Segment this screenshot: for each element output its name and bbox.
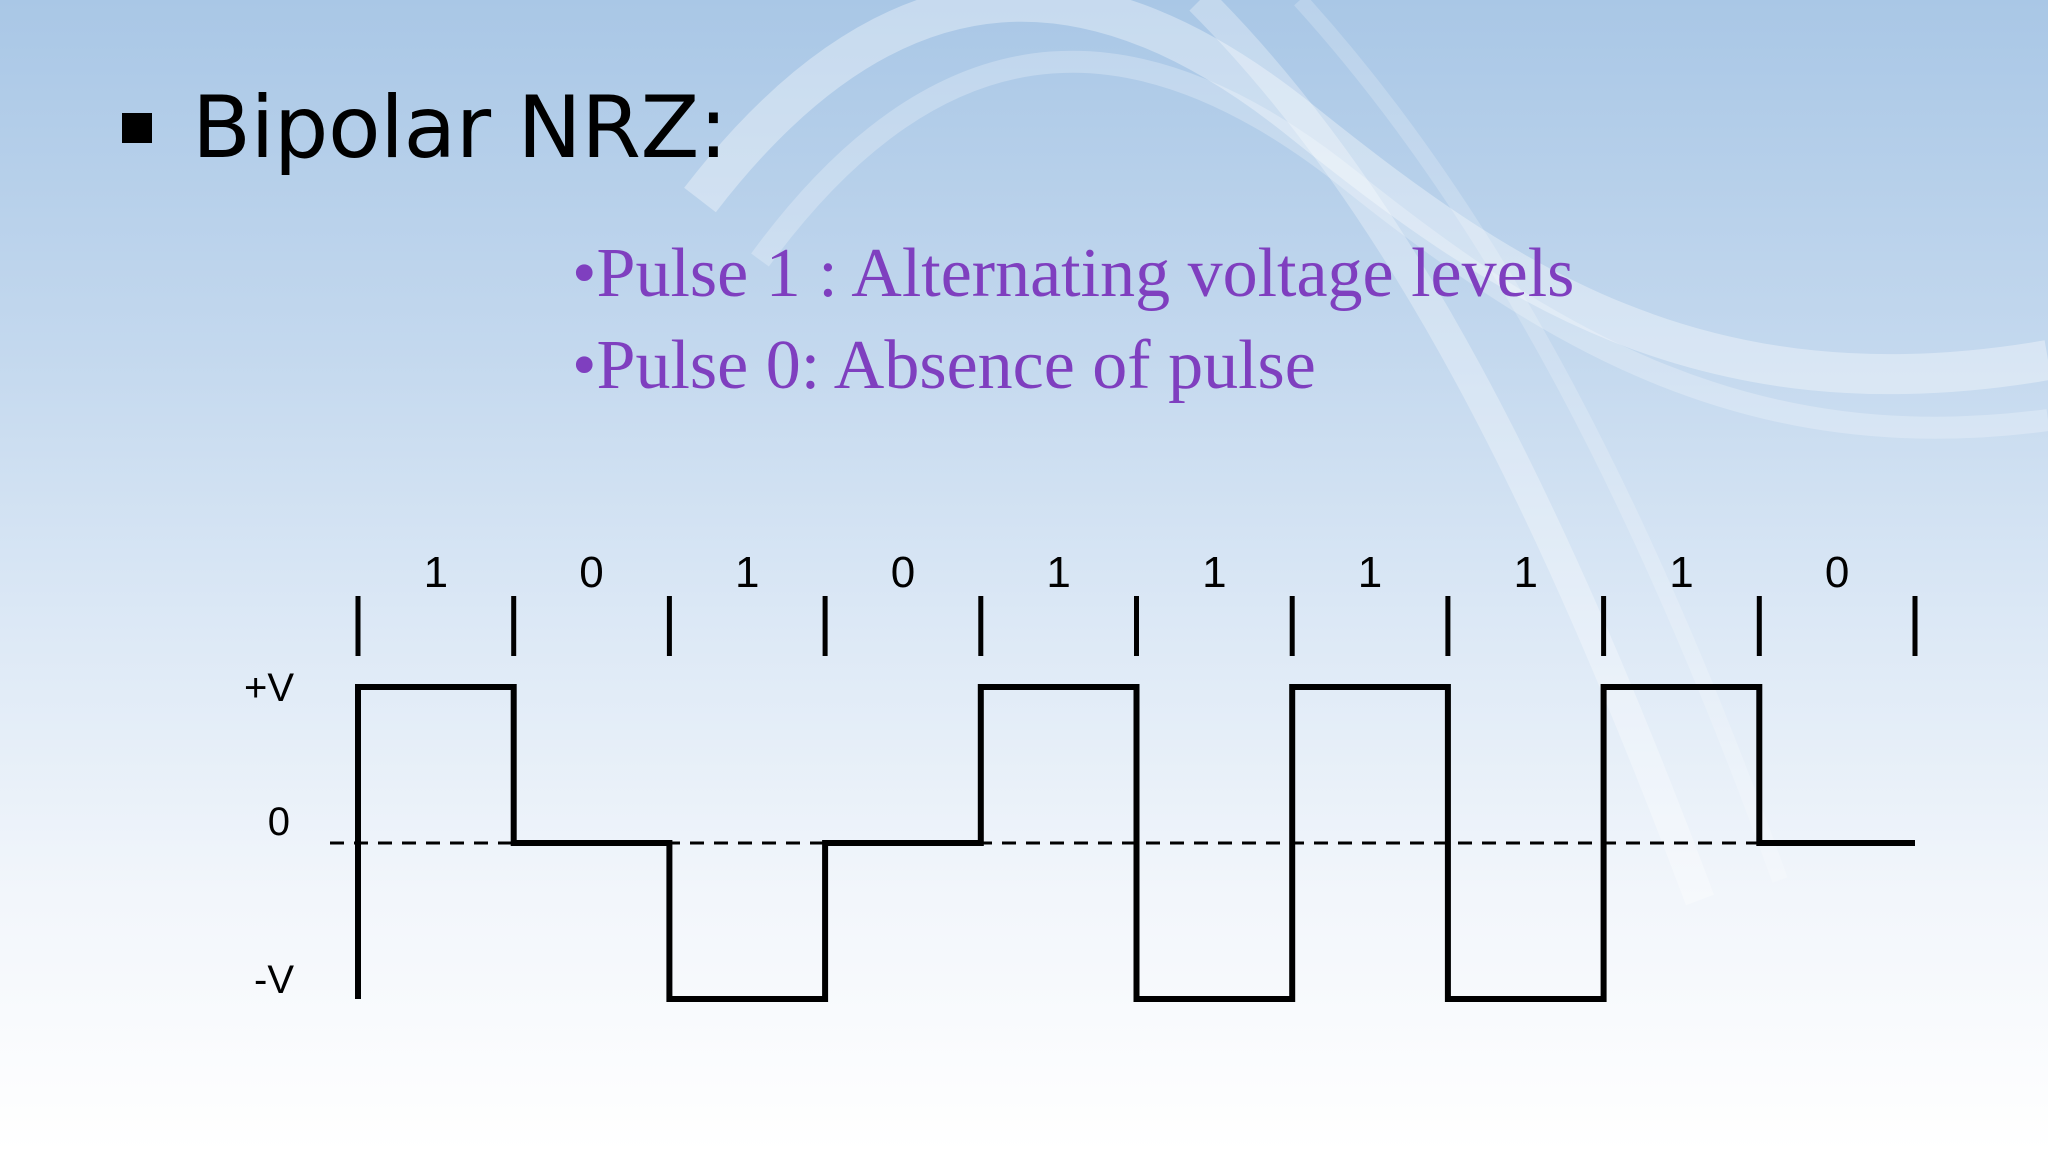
- bit-label: 1: [1202, 548, 1226, 597]
- bit-label: 1: [424, 548, 448, 597]
- title-row: Bipolar NRZ:: [122, 78, 728, 178]
- level-label-zero: 0: [268, 800, 290, 844]
- waveform-line: [355, 684, 1915, 1002]
- sub-bullet-pulse-1: •Pulse 1 : Alternating voltage levels: [572, 235, 1575, 312]
- bit-label: 1: [1669, 548, 1693, 597]
- bit-label: 1: [1046, 548, 1070, 597]
- bit-label: 1: [735, 548, 759, 597]
- bit-label: 0: [579, 548, 603, 597]
- level-label-negative: -V: [254, 958, 294, 1002]
- slide-title: Bipolar NRZ:: [192, 78, 728, 178]
- level-label-positive: +V: [244, 666, 294, 710]
- bit-label: 0: [1825, 548, 1849, 597]
- bullet-square-icon: [122, 113, 152, 143]
- sub-bullet-list: •Pulse 1 : Alternating voltage levels •P…: [572, 228, 1574, 412]
- bit-boundary-ticks: [355, 596, 1918, 656]
- bit-label: 0: [891, 548, 915, 597]
- bit-label: 1: [1514, 548, 1538, 597]
- bit-label: 1: [1358, 548, 1382, 597]
- bit-labels: 1 0 1 0 1 1 1 1 1 0: [424, 548, 1850, 597]
- sub-bullet-pulse-0: •Pulse 0: Absence of pulse: [572, 327, 1316, 404]
